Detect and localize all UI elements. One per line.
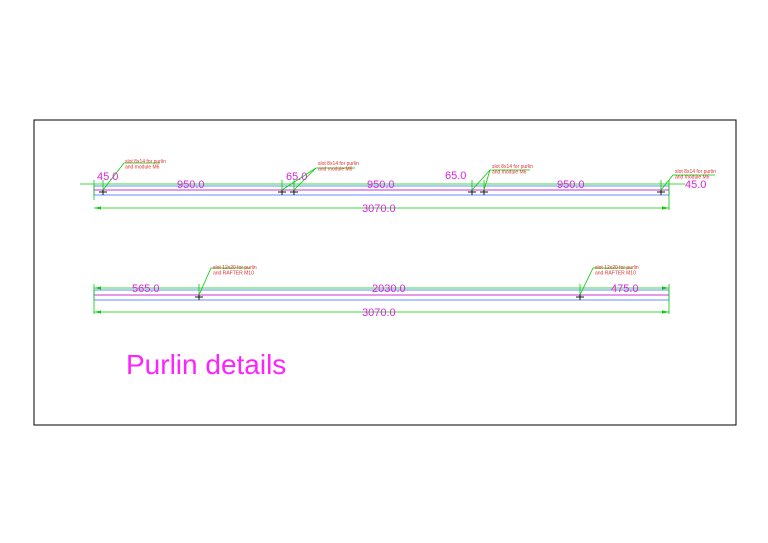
arrowhead (94, 206, 101, 210)
leader-line (102, 162, 160, 191)
leader-line (660, 174, 715, 191)
leader-line (198, 267, 250, 296)
dim-text: 45.0 (685, 179, 706, 191)
dim-text: 65.0 (445, 170, 466, 182)
dim-text: 45.0 (97, 171, 118, 183)
overall-dim-text: 3070.0 (362, 203, 396, 215)
dim-text: 565.0 (132, 283, 160, 295)
slot-marker (657, 190, 665, 195)
slot-marker (480, 190, 488, 195)
purlin-1: 45.0 950.0 65.0 950.0 65.0 950.0 45.0 30… (80, 159, 716, 215)
leader-line (293, 167, 317, 191)
dim-text: 950.0 (367, 179, 395, 191)
dim-text: 65.0 (286, 171, 307, 183)
overall-dim-text: 3070.0 (362, 307, 396, 319)
arrowhead (662, 206, 669, 210)
arrowhead (94, 286, 101, 290)
arrowhead (94, 310, 101, 314)
purlin-2: 565.0 2030.0 475.0 3070.0 slot 12x20 for… (93, 265, 670, 319)
leader-line (483, 169, 491, 191)
dim-text: 2030.0 (372, 283, 406, 295)
arrowhead (662, 310, 669, 314)
slot-marker (290, 190, 298, 195)
slot-marker (468, 190, 476, 195)
drawing-frame (33, 119, 737, 426)
leader-line (579, 267, 632, 296)
slot-marker (99, 190, 107, 195)
dim-text: 475.0 (611, 283, 639, 295)
dim-text: 950.0 (557, 179, 585, 191)
dim-text: 950.0 (177, 179, 205, 191)
drawing-title: Purlin details (126, 349, 286, 380)
slot-marker (278, 190, 286, 195)
arrowhead (662, 286, 669, 290)
